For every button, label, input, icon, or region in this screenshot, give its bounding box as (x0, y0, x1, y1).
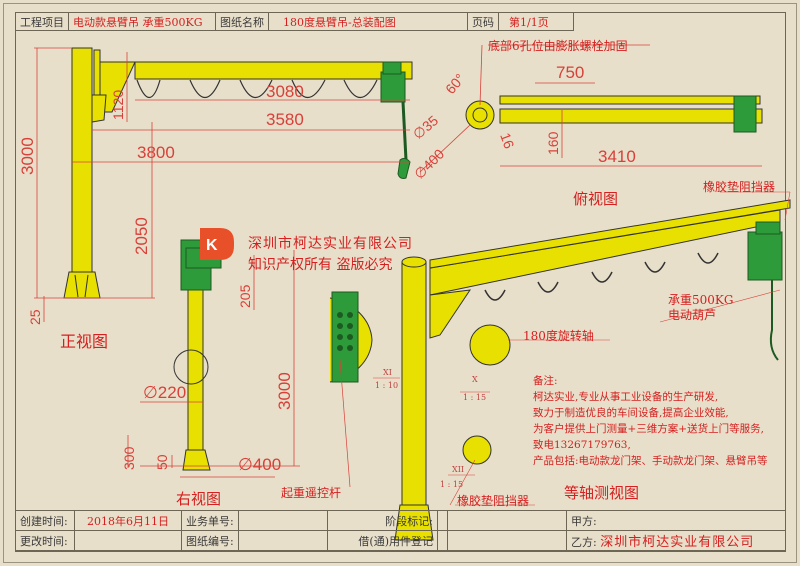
drawing-frame (3, 3, 797, 563)
notes-line: 致电13267179763, (533, 439, 631, 451)
party-b-label: 乙方: (571, 536, 597, 549)
created-value: 2018年6月11日 (74, 510, 182, 531)
spacer-cell (447, 510, 567, 531)
hoist-label-1: 承重500KG (668, 293, 734, 307)
remote-label: 起重遥控杆 (281, 486, 342, 500)
company-logo: K (200, 228, 234, 260)
dim-3000-right: 3000 (275, 372, 294, 410)
detail-x-scale: 1 : 15 (463, 393, 487, 402)
dim-16: 16 (497, 131, 517, 151)
dim-60deg: 60° (442, 70, 468, 97)
base-bolt-note: 底部6孔位由膨胀螺栓加固 (488, 39, 628, 53)
modified-value (74, 530, 182, 551)
page-value: 第1/1页 (498, 12, 574, 31)
dim-phi35: ∅35 (410, 112, 442, 142)
notes-heading: 备注: (533, 375, 558, 387)
dim-3580: 3580 (266, 110, 304, 129)
notes-line: 柯达实业,专业从事工业设备的生产研发, (533, 391, 719, 403)
watermark-copyright: 知识产权所有 盗版必究 (248, 257, 393, 273)
dim-1120: 1120 (110, 90, 126, 120)
svg-text:K: K (206, 237, 218, 254)
notes-line: 产品包括:电动款龙门架、手动款龙门架、悬臂吊等 (533, 455, 768, 467)
created-label: 创建时间: (15, 510, 75, 531)
dim-3000: 3000 (18, 137, 37, 175)
right-view-title: 右视图 (176, 490, 222, 508)
drawing-no-value (237, 530, 328, 551)
detail-xii-scale: 1 : 15 (440, 480, 464, 489)
detail-xii-label: XII (452, 465, 465, 474)
right-view: 205 3000 ∅220 300 50 ∅400 (121, 239, 300, 478)
notes-line: 致力于制造优良的车间设备,提高企业效能, (533, 407, 729, 419)
remote-detail (329, 291, 400, 488)
top-view: 750 3410 60° ∅35 ∅400 16 160 (410, 44, 763, 182)
detail-xi-label: XI (383, 368, 392, 377)
iso-view-title: 等轴测视图 (564, 484, 640, 502)
modified-label: 更改时间: (15, 530, 75, 551)
dim-300: 300 (121, 446, 137, 470)
front-view: 3080 3580 3800 3000 1120 2050 25 (18, 47, 413, 325)
project-value: 电动款悬臂吊 承重500KG (68, 12, 216, 31)
party-b-value: 深圳市柯达实业有限公司 (600, 535, 755, 550)
dim-3800: 3800 (137, 143, 175, 162)
stage-label: 阶段标记: (326, 510, 439, 531)
stage-value (437, 510, 448, 531)
drawing-no-label: 图纸编号: (181, 530, 239, 551)
party-a-label: 甲方: (566, 510, 786, 531)
dim-750: 750 (556, 63, 584, 82)
bottom-info-block: 创建时间: 2018年6月11日 业务单号: 阶段标记: 甲方: 更改时间: 图… (15, 510, 786, 551)
party-b-cell: 乙方: 深圳市柯达实业有限公司 (566, 530, 786, 551)
notes-line: 为客户提供上门测量+三维方案+送货上门等服务, (533, 423, 764, 435)
title-block: 工程项目 电动款悬臂吊 承重500KG 图纸名称 180度悬臂吊-总装配图 页码… (15, 12, 574, 31)
dim-2050: 2050 (132, 217, 151, 255)
watermark-company: 深圳市柯达实业有限公司 (248, 236, 413, 252)
hoist-label-2: 电动葫芦 (668, 308, 717, 322)
slewing-axis-label: 180度旋转轴 (523, 329, 594, 343)
detail-xi-scale: 1 : 10 (375, 381, 399, 390)
spacer-cell (447, 530, 567, 551)
dim-phi400-right: ∅400 (238, 455, 281, 474)
business-no-value (237, 510, 328, 531)
dim-3410: 3410 (598, 147, 636, 166)
dim-3080: 3080 (266, 82, 304, 101)
dim-160: 160 (545, 131, 561, 155)
bumper-label-top: 橡胶垫阻挡器 (703, 180, 776, 194)
dim-25: 25 (27, 309, 43, 325)
bumper-label-bottom: 橡胶垫阻挡器 (457, 494, 530, 508)
notes-block: 备注: 柯达实业,专业从事工业设备的生产研发, 致力于制造优良的车间设备,提高企… (533, 373, 768, 469)
detail-x-label: X (472, 375, 478, 384)
dim-phi220: ∅220 (143, 383, 186, 402)
drawing-name-value: 180度悬臂吊-总装配图 (268, 12, 468, 31)
dim-50: 50 (154, 454, 170, 470)
top-view-title: 俯视图 (573, 190, 619, 208)
borrow-value (437, 530, 448, 551)
front-view-title: 正视图 (60, 332, 109, 351)
project-label: 工程项目 (15, 12, 69, 31)
dim-205: 205 (237, 284, 253, 308)
borrow-label: 借(通)用件登记 (326, 530, 439, 551)
business-no-label: 业务单号: (181, 510, 239, 531)
